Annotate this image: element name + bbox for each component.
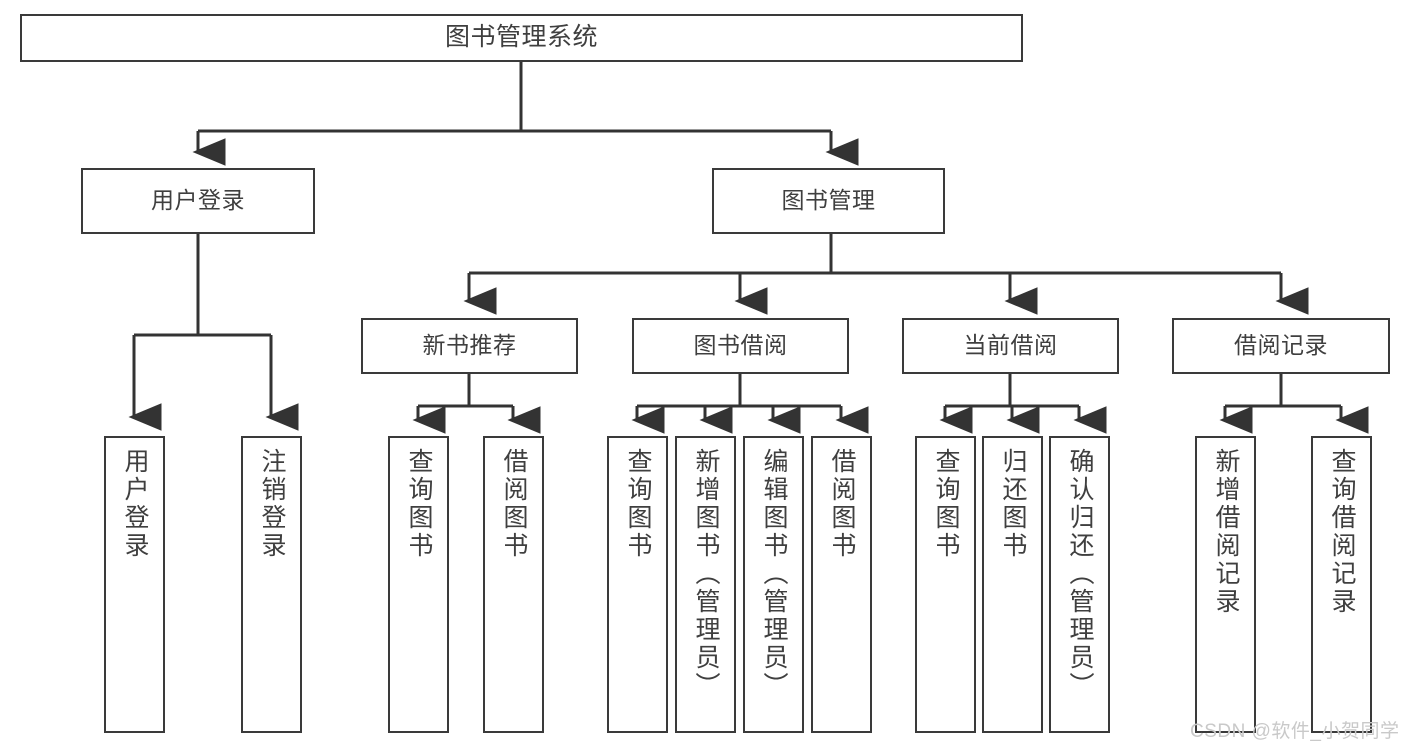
leaf-borrow-book-recommend[interactable]: 借阅图书 xyxy=(483,436,544,733)
node-label: 编辑图书（管理员） xyxy=(760,448,788,700)
leaf-add-book[interactable]: 新增图书（管理员） xyxy=(675,436,736,733)
node-label: 图书管理 xyxy=(781,187,876,214)
node-label: 归还图书 xyxy=(999,448,1027,560)
node-label: 图书管理系统 xyxy=(444,23,598,52)
node-label: 用户登录 xyxy=(121,448,149,560)
node-label: 查询图书 xyxy=(405,448,433,560)
leaf-query-book-current[interactable]: 查询图书 xyxy=(915,436,976,733)
node-label: 新增借阅记录 xyxy=(1212,448,1240,616)
node-label: 借阅图书 xyxy=(828,448,856,560)
node-current-borrow[interactable]: 当前借阅 xyxy=(902,318,1119,374)
node-label: 查询图书 xyxy=(624,448,652,560)
node-label: 新书推荐 xyxy=(422,332,517,359)
leaf-logout-login[interactable]: 注销登录 xyxy=(241,436,302,733)
node-label: 查询图书 xyxy=(932,448,960,560)
node-label: 当前借阅 xyxy=(963,332,1058,359)
node-label: 注销登录 xyxy=(258,448,286,560)
leaf-return-book[interactable]: 归还图书 xyxy=(982,436,1043,733)
leaf-borrow-book[interactable]: 借阅图书 xyxy=(811,436,872,733)
leaf-query-book-recommend[interactable]: 查询图书 xyxy=(388,436,449,733)
leaf-add-borrow-record[interactable]: 新增借阅记录 xyxy=(1195,436,1256,733)
node-book-borrow[interactable]: 图书借阅 xyxy=(632,318,849,374)
node-label: 新增图书（管理员） xyxy=(692,448,720,700)
leaf-query-borrow-record[interactable]: 查询借阅记录 xyxy=(1311,436,1372,733)
node-label: 确认归还（管理员） xyxy=(1066,448,1094,700)
node-label: 借阅记录 xyxy=(1234,332,1328,359)
leaf-edit-book[interactable]: 编辑图书（管理员） xyxy=(743,436,804,733)
node-book-manage[interactable]: 图书管理 xyxy=(712,168,945,234)
node-label: 查询借阅记录 xyxy=(1328,448,1356,616)
leaf-query-book-borrow[interactable]: 查询图书 xyxy=(607,436,668,733)
node-root-system[interactable]: 图书管理系统 xyxy=(20,14,1023,62)
leaf-user-login[interactable]: 用户登录 xyxy=(104,436,165,733)
csdn-watermark: CSDN @软件_小贺同学 xyxy=(1190,721,1400,742)
node-new-book-recommend[interactable]: 新书推荐 xyxy=(361,318,578,374)
node-label: 借阅图书 xyxy=(500,448,528,560)
node-user-login[interactable]: 用户登录 xyxy=(81,168,315,234)
node-borrow-record[interactable]: 借阅记录 xyxy=(1172,318,1390,374)
leaf-confirm-return[interactable]: 确认归还（管理员） xyxy=(1049,436,1110,733)
node-label: 图书借阅 xyxy=(693,332,788,359)
node-label: 用户登录 xyxy=(151,187,245,214)
